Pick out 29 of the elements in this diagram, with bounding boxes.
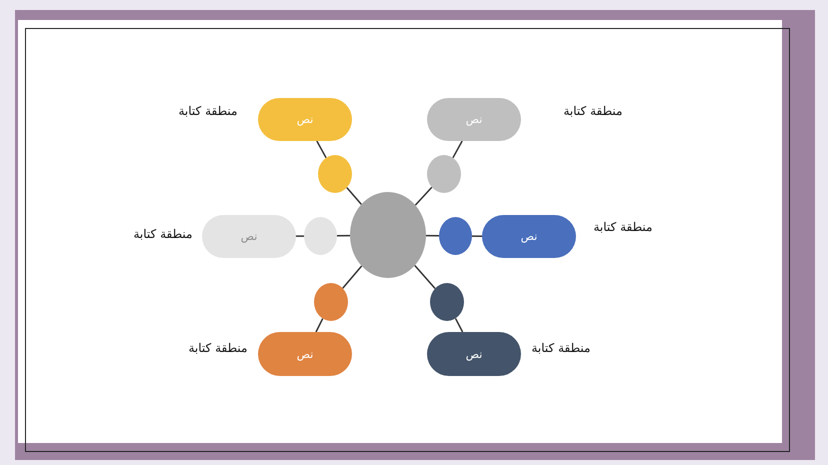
box-label: نص <box>296 348 314 360</box>
rounded-box <box>482 215 576 258</box>
box-label: نص <box>466 113 482 126</box>
rounded-box <box>427 332 521 376</box>
connector-line <box>336 234 350 236</box>
rounded-box <box>258 98 352 141</box>
connector-line <box>346 187 362 205</box>
text-area-label: منطقة كتابة <box>132 227 194 241</box>
rounded-box <box>258 332 352 376</box>
rounded-box <box>202 215 296 258</box>
connector-line <box>315 318 324 332</box>
box-label: نص <box>466 348 482 360</box>
connector-line <box>316 140 327 158</box>
connector-line <box>414 186 432 206</box>
connector-line <box>426 234 440 236</box>
connector-line <box>414 264 436 289</box>
box-label: نص <box>520 230 538 243</box>
text-area-label: منطقة كتابة <box>188 341 248 355</box>
connector-line <box>342 266 362 289</box>
connector-line <box>452 140 463 158</box>
text-area-label: منطقة كتابة <box>530 341 592 355</box>
text-area-label: منطقة كتابة <box>562 104 624 118</box>
rounded-box <box>427 98 521 141</box>
text-area-label: منطقة كتابة <box>178 104 238 118</box>
text-area-label: منطقة كتابة <box>592 220 654 234</box>
box-label: نص <box>296 113 314 126</box>
box-label: نص <box>240 230 258 243</box>
connector-line <box>472 235 484 237</box>
connector-line <box>454 318 464 332</box>
